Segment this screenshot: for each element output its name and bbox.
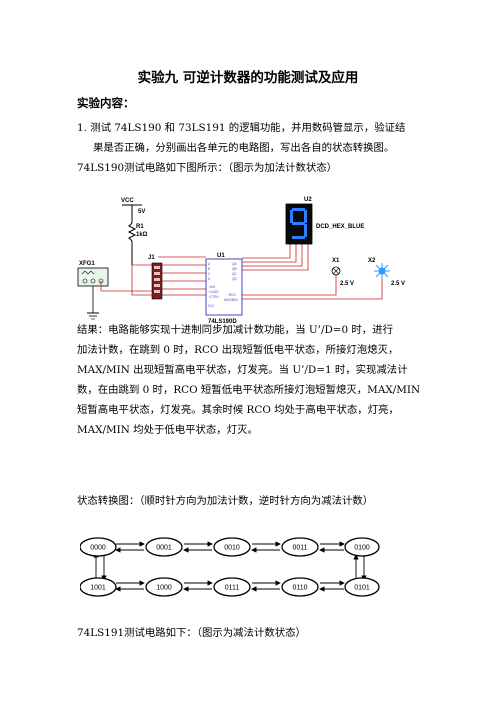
svg-text:~U/D: ~U/D — [208, 285, 216, 289]
item1-line2: 果是否正确，分别画出各单元的电路图，写出各自的状态转换图。 — [93, 142, 395, 154]
result-paragraph: 结果：电路能够实现十进制同步加减计数功能，当 U’/D=0 时，进行 加法计数，… — [77, 320, 425, 440]
ic-u1 — [205, 258, 243, 316]
r1-value: 1kΩ — [136, 232, 148, 238]
x2-value: 2.5 V — [391, 281, 405, 287]
svg-text:QB: QB — [232, 267, 237, 271]
j1-label: J1 — [148, 255, 155, 261]
footer-line: 74LS191测试电路如下：（图示为减法计数状态） — [77, 627, 306, 639]
state-transition-diagram: 0000 0001 0010 0011 0100 1001 1000 0111 … — [80, 537, 380, 597]
svg-text:QC: QC — [232, 272, 237, 276]
state-node — [281, 577, 319, 597]
fg-terminal-icon — [90, 278, 96, 284]
state-node — [145, 537, 183, 557]
doc-title: 实验九 可逆计数器的功能测试及应用 — [137, 70, 359, 86]
state-label: 0000 — [90, 545, 106, 552]
xfg-label: XFG1 — [79, 261, 95, 267]
state-top-row: 0000 0001 0010 0011 0100 — [80, 537, 380, 557]
state-label: 1000 — [156, 585, 172, 592]
state-caption: 状态转换图：（顺时针方向为加法计数，逆时针方向为减法计数） — [77, 491, 425, 511]
u2-label: U2 — [304, 197, 312, 203]
result-line: MAX/MIN 出现短暂高电平状态，灯发亮。当 U’/D=1 时，实现减法计 — [77, 364, 408, 376]
x2-label: X2 — [368, 258, 376, 264]
x1-value: 2.5 V — [340, 281, 354, 287]
state-label: 0101 — [354, 585, 370, 592]
state-label: 0100 — [354, 545, 370, 552]
result-line: 加法计数，在跳到 0 时，RCO 出现短暂低电平状态，所接灯泡熄灭， — [77, 344, 399, 356]
resistor-r1 — [127, 222, 137, 242]
lamp-x1-icon — [332, 267, 340, 275]
svg-text:C: C — [208, 272, 211, 276]
state-node — [281, 537, 319, 557]
state-label: 0011 — [292, 545, 307, 552]
result-line: 短暂高电平状态，灯发亮。其余时候 RCO 均处于高电平状态，灯亮， — [77, 404, 399, 416]
x1-label: X1 — [332, 258, 340, 264]
result-line: 结果：电路能够实现十进制同步加减计数功能，当 U’/D=0 时，进行 — [77, 324, 393, 336]
svg-text:MAX/MIN: MAX/MIN — [224, 298, 238, 302]
state-node — [213, 537, 251, 557]
svg-text:D: D — [208, 277, 211, 281]
state-node — [145, 577, 183, 597]
svg-text:CLK: CLK — [208, 304, 215, 308]
svg-text:~RCO: ~RCO — [227, 293, 236, 297]
ic-pin-labels: A QA B QB C QC D QD ~U/D ~LOAD ~RCO ~CTEN MAX/… — [208, 262, 238, 308]
u1-label: U1 — [217, 253, 225, 259]
state-label: 0110 — [292, 585, 307, 592]
svg-text:A: A — [208, 262, 211, 266]
state-arrows — [93, 541, 367, 592]
state-label: 0001 — [156, 545, 172, 552]
state-label: 0111 — [225, 585, 240, 592]
item1-paragraph: 1. 测试 74LS190 和 73LS191 的逻辑功能，并用数码管显示，验证… — [77, 118, 425, 178]
lamp-x1-icon — [331, 266, 341, 276]
display-part-label: DCD_HEX_BLUE — [316, 224, 364, 230]
svg-text:QD: QD — [232, 277, 237, 281]
circuit-wires — [100, 243, 383, 300]
svg-text:QA: QA — [232, 262, 237, 266]
state-node — [213, 577, 251, 597]
state-node — [80, 577, 117, 597]
r1-label: R1 — [136, 224, 144, 230]
state-bottom-row: 1001 1000 0111 0110 0101 — [80, 577, 380, 597]
svg-text:~CTEN: ~CTEN — [208, 295, 219, 299]
svg-text:~LOAD: ~LOAD — [208, 290, 219, 294]
display-segments — [290, 208, 307, 239]
item1-line3: 74LS190测试电路如下图所示：（图示为加法计数状态） — [77, 162, 338, 174]
state-node — [344, 577, 380, 597]
wave-icon — [81, 270, 95, 275]
state-label: 1001 — [90, 585, 106, 592]
u1-part-number: 74LS190D — [208, 319, 237, 325]
vcc-value: 5V — [138, 209, 145, 215]
result-line: MAX/MIN 均处于低电平状态，灯灭。 — [77, 424, 258, 436]
result-line: 数，在由跳到 0 时，RCO 短暂低电平状态所接灯泡短暂熄灭，MAX/MIN — [77, 384, 421, 396]
state-node — [344, 537, 380, 557]
vcc-label: VCC — [121, 198, 134, 204]
circuit-diagram-74ls190: VCC 5V R1 1kΩ XFG1 J1 — [77, 197, 405, 325]
jumper-pins — [154, 266, 160, 293]
reverse-arrows — [101, 547, 359, 586]
state-node — [80, 537, 117, 557]
svg-text:B: B — [208, 267, 210, 271]
lamp-x2-glow — [378, 267, 386, 275]
item1-line1: 1. 测试 74LS190 和 73LS191 的逻辑功能，并用数码管显示，验证… — [77, 122, 406, 134]
section-heading: 实验内容： — [77, 96, 135, 110]
fg-terminal-icon — [82, 278, 88, 284]
footer-paragraph: 74LS191测试电路如下：（图示为减法计数状态） — [77, 623, 425, 643]
state-caption-text: 状态转换图：（顺时针方向为加法计数，逆时针方向为减法计数） — [77, 495, 374, 507]
state-label: 0010 — [224, 545, 240, 552]
